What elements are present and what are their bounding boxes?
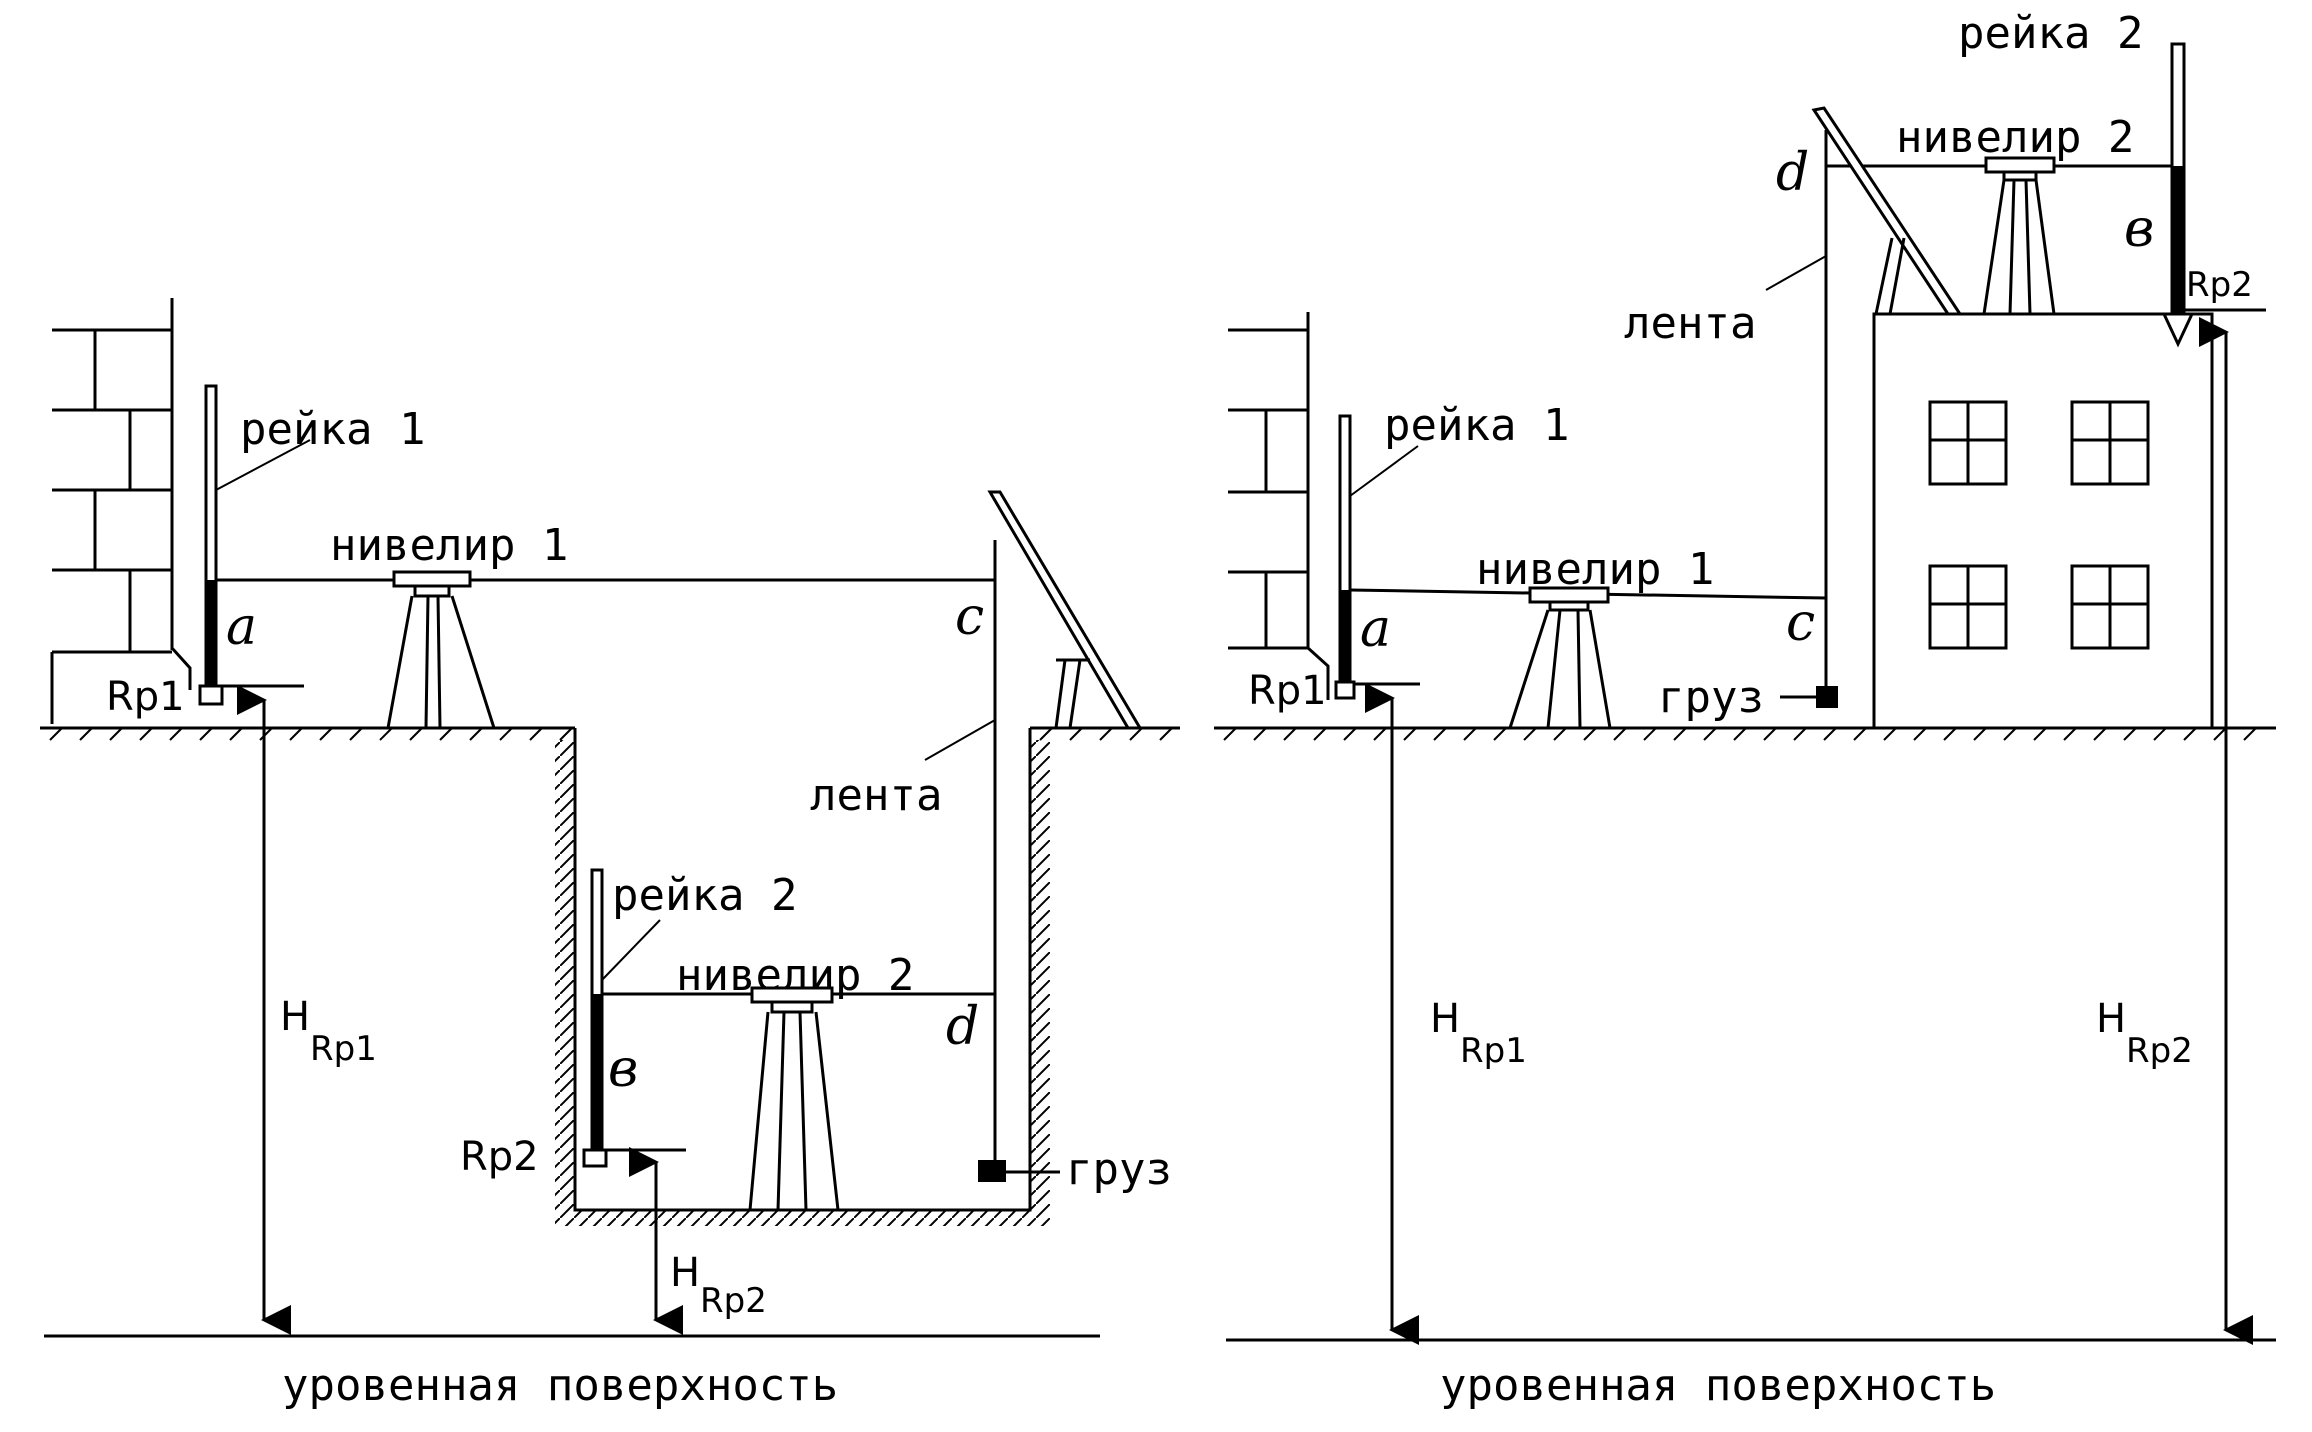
left-ground [40,726,1180,741]
right-tape-label: лента [1624,298,1756,349]
left-h-rp1-sub: Rp1 [310,1029,377,1069]
left-reading-d: d [946,997,979,1057]
right-reading-c: c [1786,593,1815,653]
right-tape-support [1765,106,1963,708]
right-h-rp2-letter: H [2096,996,2126,1042]
right-level-2-label: нивелир 2 [1896,112,2134,163]
left-staff-1-label: рейка 1 [240,404,425,455]
left-staff-2 [582,868,661,1168]
right-staff-2-label: рейка 2 [1958,8,2143,59]
right-staff-1 [1334,414,1419,700]
left-h-rp2-sub: Rp2 [700,1281,767,1321]
left-diagram: рейка 1 нивелир 1 a Rp1 H Rp1 [40,298,1180,1411]
left-tape-label: лента [810,770,942,821]
right-reading-a: a [1360,599,1391,659]
right-reading-d: d [1776,143,1809,203]
left-surface-label: уровенная поверхность [282,1360,838,1411]
right-staff-2 [2161,42,2195,348]
right-rp2-label: Rp2 [2186,265,2253,305]
right-h-rp1-sub: Rp1 [1460,1031,1527,1071]
right-rp1-label: Rp1 [1248,668,1327,714]
left-level-1-label: нивелир 1 [330,520,568,571]
right-diagram: рейка 2 нивелир 2 d в Rp2 лента [1214,8,2276,1411]
right-level-1-instrument [1508,586,1612,729]
left-h-rp2-letter: H [670,1250,700,1296]
left-brick-wall [50,298,192,724]
right-brick-wall [1228,312,1330,700]
left-h-rp1-letter: H [280,994,310,1040]
left-staff-1 [198,384,311,706]
right-reading-b: в [2124,199,2154,259]
left-rp1-label: Rp1 [106,674,185,720]
left-reading-b: в [608,1039,638,1099]
right-level-2-instrument [1982,156,2056,315]
left-rp2-label: Rp2 [460,1134,539,1180]
left-tape-support [924,490,1143,1182]
right-staff-1-label: рейка 1 [1384,400,1569,451]
left-reading-a: a [226,597,257,657]
right-h-rp2-sub: Rp2 [2126,1031,2193,1071]
left-staff-2-label: рейка 2 [612,870,797,921]
right-surface-label: уровенная поверхность [1440,1360,1996,1411]
left-weight-label: груз [1066,1144,1172,1195]
right-weight-label: груз [1658,672,1764,723]
left-level-1-instrument [386,570,496,729]
left-reading-c: c [955,587,984,647]
right-ground [1214,726,2276,741]
right-h-rp1-letter: H [1430,996,1460,1042]
left-level-2-instrument [748,986,840,1211]
right-building [1872,312,2214,730]
